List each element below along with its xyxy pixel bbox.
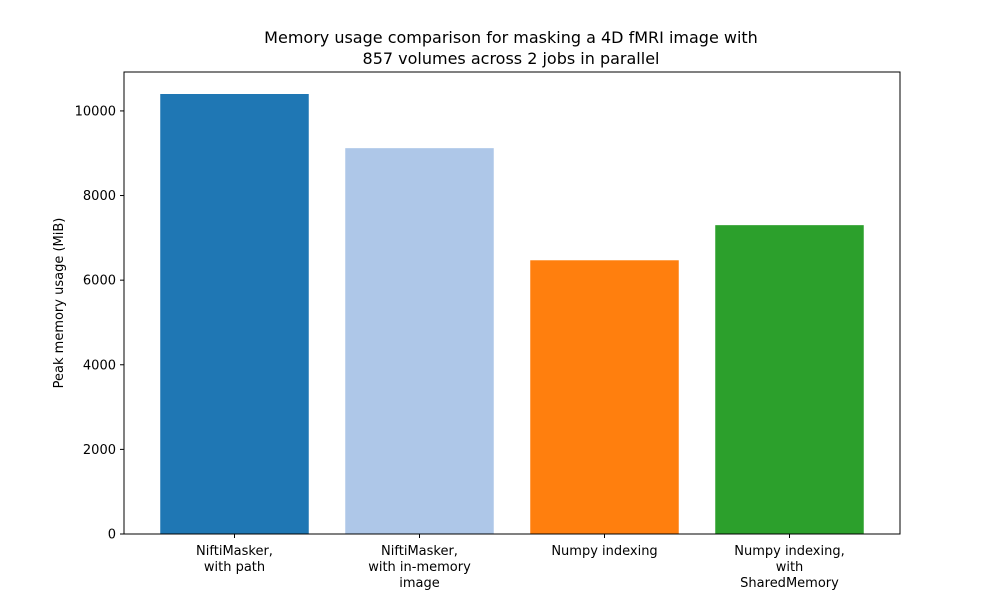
y-axis: 0 2000 4000 6000 8000 10000 bbox=[75, 104, 124, 543]
bar bbox=[345, 148, 494, 534]
chart-title-line-1: Memory usage comparison for masking a 4D… bbox=[264, 28, 758, 47]
x-tick-label: with bbox=[776, 560, 804, 575]
x-tick-label: Numpy indexing, bbox=[734, 544, 845, 559]
x-tick-label: with path bbox=[204, 560, 265, 575]
y-tick-label: 10000 bbox=[75, 104, 116, 119]
y-tick-label: 0 bbox=[108, 528, 116, 543]
x-tick-label: NiftiMasker, bbox=[381, 544, 458, 559]
bar bbox=[530, 260, 679, 534]
bar bbox=[715, 225, 864, 534]
bars-group bbox=[160, 94, 864, 534]
y-axis-label: Peak memory usage (MiB) bbox=[52, 218, 67, 389]
bar bbox=[160, 94, 309, 534]
plot-frame bbox=[123, 71, 901, 535]
x-tick-label: Numpy indexing bbox=[551, 544, 657, 559]
chart-title-line-2: 857 volumes across 2 jobs in parallel bbox=[363, 49, 660, 68]
y-tick-label: 8000 bbox=[83, 189, 116, 204]
x-tick-label: with in-memory bbox=[368, 560, 471, 575]
x-tick-label: image bbox=[399, 576, 440, 591]
x-tick-label: SharedMemory bbox=[740, 576, 839, 591]
x-tick-label: NiftiMasker, bbox=[196, 544, 273, 559]
y-tick-label: 4000 bbox=[83, 358, 116, 373]
y-tick-label: 6000 bbox=[83, 274, 116, 289]
y-tick-label: 2000 bbox=[83, 443, 116, 458]
